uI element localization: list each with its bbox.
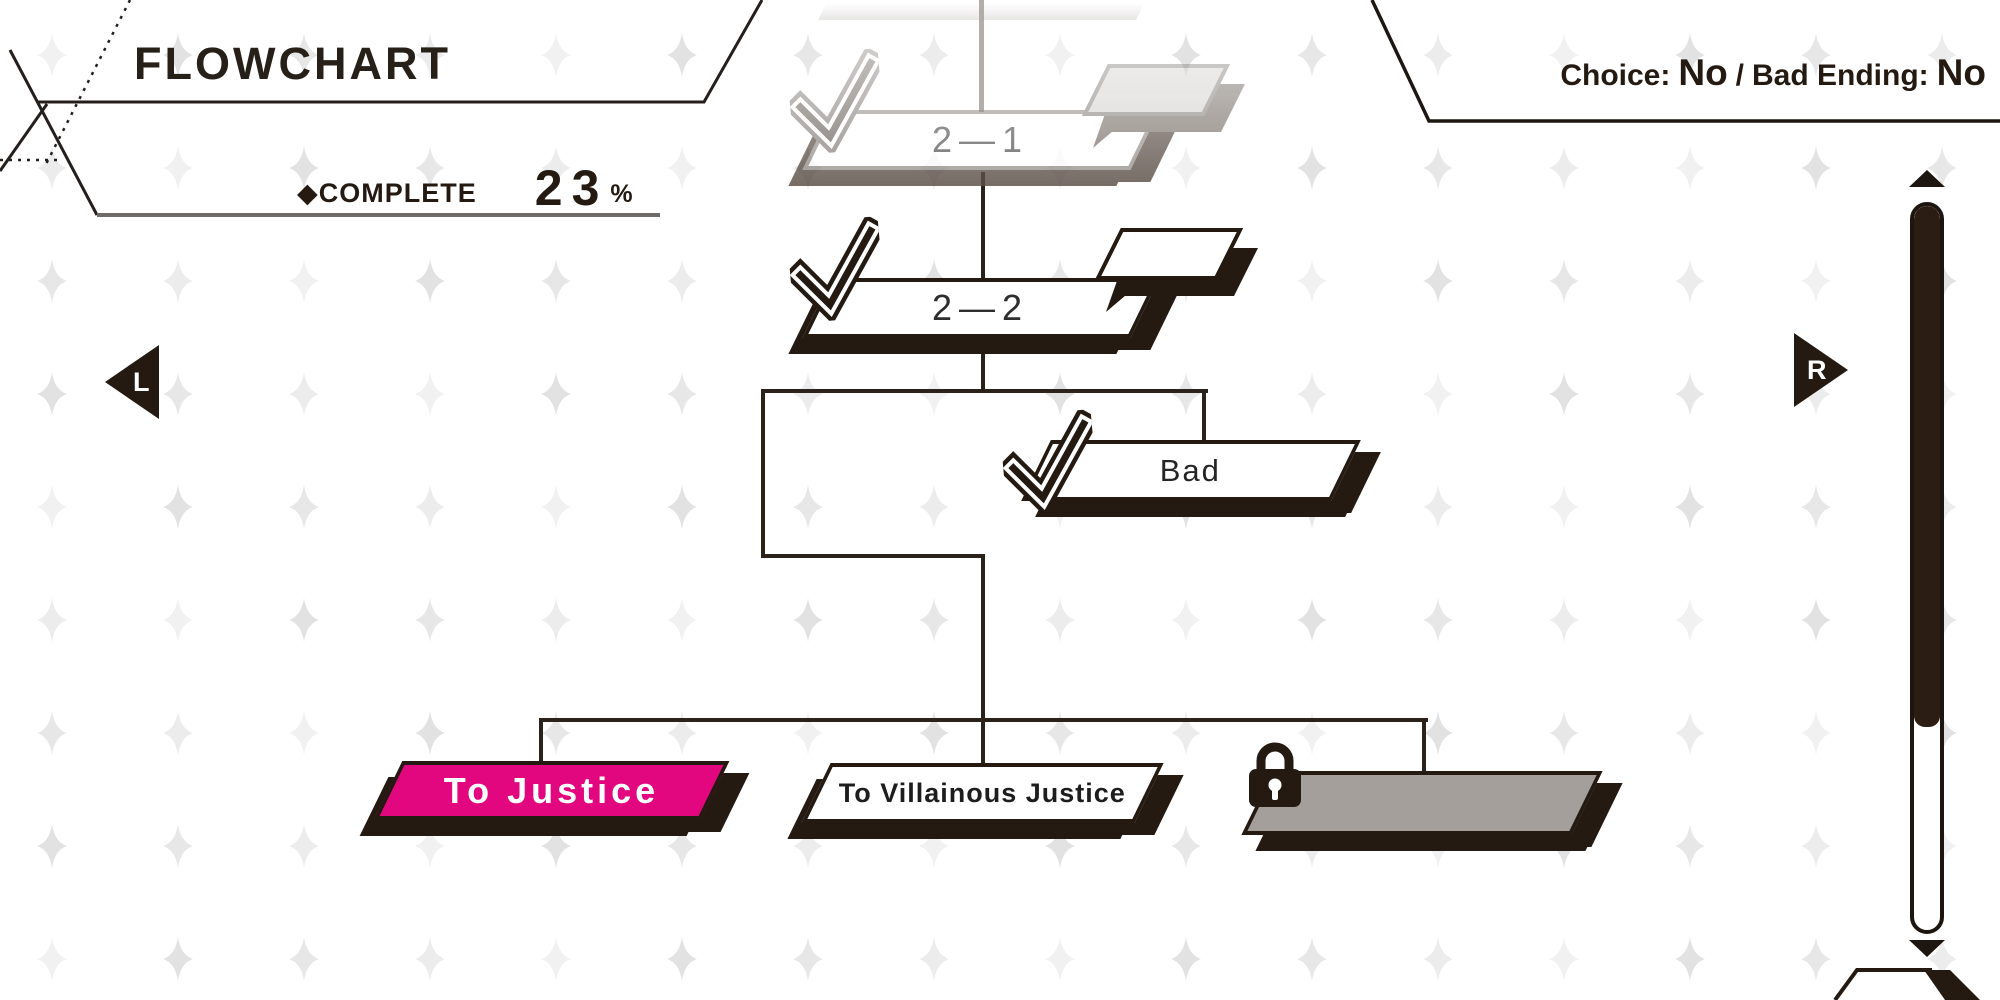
node-label: To Villainous Justice	[838, 777, 1127, 808]
node-body: To Justice	[373, 761, 730, 820]
connector-to-justice-drop	[539, 718, 543, 768]
connector-left-vertical	[761, 389, 765, 558]
offscreen-node-shadow	[818, 4, 1144, 20]
node-group-2-1-faded: 2—1	[780, 0, 1300, 205]
complete-percentage: 23	[534, 160, 609, 216]
connector-to-villainous-drop	[981, 718, 985, 770]
top-right-banner-decor	[1370, 0, 2000, 123]
check-icon	[785, 216, 887, 324]
node-label: Bad	[1160, 452, 1222, 488]
status-separator: /	[1735, 59, 1745, 92]
check-icon	[785, 48, 887, 156]
connector-branch-horizontal	[761, 389, 1208, 393]
node-to-justice[interactable]: To Justice	[359, 761, 750, 836]
right-nav-label: R	[1807, 355, 1827, 385]
bottom-right-corner-decor	[1833, 968, 1980, 1000]
right-nav-button[interactable]	[1794, 333, 1848, 407]
node-label: 2—1	[932, 119, 1030, 160]
connector-mid-vertical	[981, 554, 985, 724]
triangle-down-icon[interactable]	[1909, 940, 1945, 957]
triangle-up-icon[interactable]	[1909, 170, 1945, 187]
lock-icon	[1249, 742, 1301, 807]
left-nav-button[interactable]	[105, 345, 159, 419]
node-to-villainous-justice[interactable]: To Villainous Justice	[787, 763, 1184, 839]
choice-label: Choice:	[1560, 59, 1671, 92]
choice-value: No	[1678, 52, 1728, 93]
bad-ending-value: No	[1936, 52, 1986, 93]
connector-to-locked-drop	[1422, 718, 1426, 778]
page-title: FLOWCHART	[134, 38, 451, 89]
route-status-bar: Choice: No / Bad Ending: No	[1420, 52, 1986, 94]
complete-label: ◆COMPLETE	[297, 178, 477, 208]
connector-top-faded	[979, 0, 984, 112]
top-left-corner-decor	[0, 0, 764, 217]
scrollbar-fill	[1914, 206, 1940, 728]
left-nav-label: L	[133, 367, 150, 397]
connector-to-bad	[1202, 389, 1206, 447]
connector-jog-horizontal	[761, 554, 985, 558]
bad-ending-label: Bad Ending:	[1752, 59, 1929, 92]
check-icon	[998, 409, 1100, 517]
node-body: To Villainous Justice	[801, 763, 1164, 823]
speech-bubble-icon	[1094, 228, 1258, 312]
percent-sign: %	[610, 180, 633, 208]
speech-bubble-icon	[1081, 64, 1245, 148]
node-label: 2—2	[932, 287, 1030, 328]
node-label: To Justice	[443, 769, 660, 811]
scrollbar-track[interactable]	[1910, 202, 1944, 934]
completion-indicator: ◆COMPLETE 23 %	[297, 160, 633, 216]
node-locked[interactable]	[1241, 771, 1623, 851]
